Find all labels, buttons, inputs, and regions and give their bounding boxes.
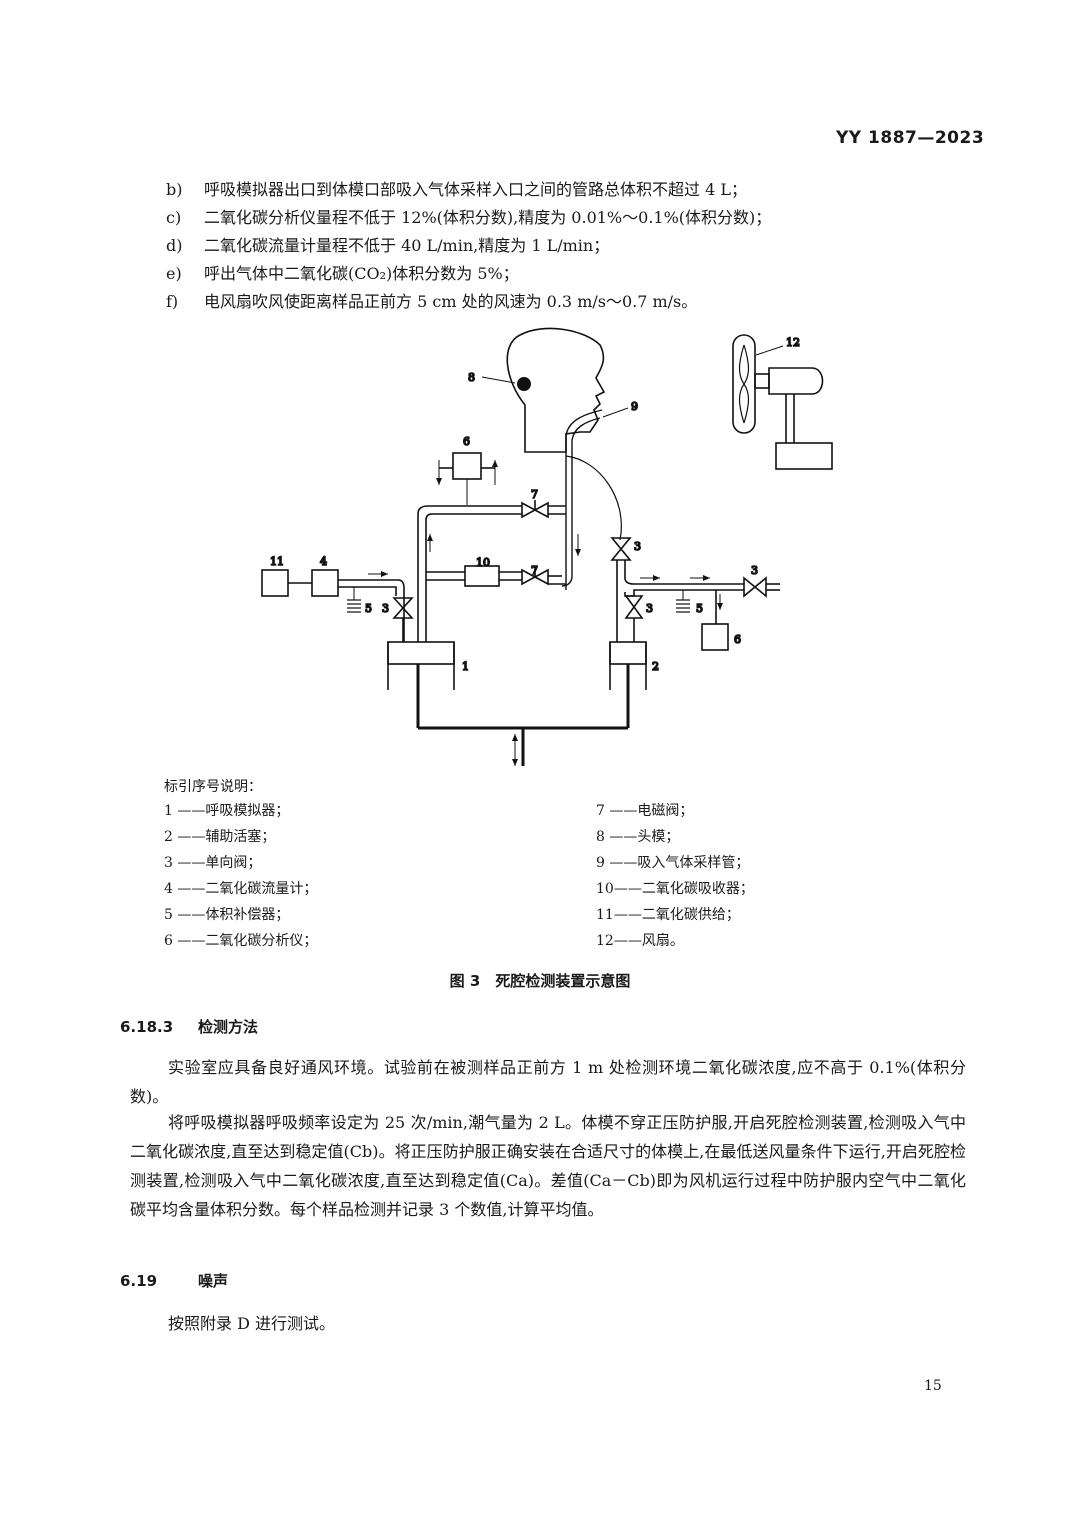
- head-sensor-dot: [517, 377, 531, 391]
- section-title: 噪声: [198, 1272, 229, 1290]
- label-7-lower: 7: [531, 564, 538, 577]
- label-2: 2: [652, 660, 659, 673]
- page-number: 15: [924, 1378, 942, 1394]
- label-8: 8: [468, 371, 475, 384]
- paragraph: 按照附录 D 进行测试。: [168, 1314, 336, 1333]
- label-6-right: 6: [734, 633, 741, 646]
- label-10: 10: [476, 556, 490, 569]
- legend-item: 7 ——电磁阀；: [596, 803, 694, 819]
- label-4: 4: [320, 555, 327, 568]
- item-label: d): [166, 236, 183, 255]
- item-label: e): [166, 264, 182, 283]
- item-label: f): [166, 292, 179, 311]
- label-11: 11: [270, 555, 284, 568]
- solenoid-valve-upper: [521, 500, 549, 519]
- legend-left-column: 1 ——呼吸模拟器； 2 ——辅助活塞； 3 ——单向阀； 4 ——二氧化碳流量…: [164, 800, 317, 952]
- legend-item: 9 ——吸入气体采样管；: [596, 855, 750, 871]
- legend-item: 2 ——辅助活塞；: [164, 829, 276, 845]
- fan-icon: [732, 334, 833, 470]
- check-valve-left: [392, 597, 414, 642]
- check-valve-outlet: [743, 576, 780, 598]
- item-text: 呼出气体中二氧化碳(CO₂)体积分数为 5%；: [204, 264, 519, 283]
- legend-item: 10——二氧化碳吸收器；: [596, 881, 754, 897]
- requirement-item: b) 呼吸模拟器出口到体模口部吸入气体采样入口之间的管路总体积不超过 4 L；: [166, 178, 747, 202]
- co2-absorber: [464, 565, 500, 587]
- legend-item: 12——风扇。: [596, 933, 684, 949]
- co2-flowmeter: [311, 569, 339, 597]
- paragraph: 实验室应具备良好通风环境。试验前在被测样品正前方 1 m 处检测环境二氧化碳浓度…: [130, 1058, 966, 1106]
- co2-supply: [261, 569, 289, 597]
- item-label: b): [166, 180, 183, 199]
- section-heading: 6.19 噪声: [120, 1270, 228, 1291]
- breathing-simulator: [387, 641, 455, 728]
- legend-right-column: 7 ——电磁阀； 8 ——头模； 9 ——吸入气体采样管； 10——二氧化碳吸收…: [596, 800, 754, 952]
- requirement-item: c) 二氧化碳分析仪量程不低于 12%(体积分数),精度为 0.01%～0.1%(…: [166, 206, 771, 230]
- paragraph: 将呼吸模拟器呼吸频率设定为 25 次/min,潮气量为 2 L。体模不穿正压防护…: [130, 1113, 966, 1219]
- item-text: 电风扇吹风使距离样品正前方 5 cm 处的风速为 0.3 m/s～0.7 m/s…: [204, 292, 698, 311]
- check-valve-right-upper: [610, 537, 632, 561]
- standard-number: YY 1887—2023: [836, 128, 985, 148]
- section-title: 检测方法: [198, 1018, 259, 1036]
- label-3-right-upper: 3: [634, 540, 641, 553]
- check-valve-right-lower: [624, 595, 644, 642]
- legend-item: 11——二氧化碳供给；: [596, 907, 740, 923]
- head-model: [506, 327, 606, 453]
- section-heading: 6.18.3 检测方法: [120, 1016, 258, 1037]
- legend-item: 5 ——体积补偿器；: [164, 907, 290, 923]
- requirement-item: e) 呼出气体中二氧化碳(CO₂)体积分数为 5%；: [166, 262, 519, 286]
- item-text: 二氧化碳流量计量程不低于 40 L/min,精度为 1 L/min；: [204, 236, 610, 255]
- label-1: 1: [462, 660, 469, 673]
- label-6-top: 6: [463, 435, 470, 448]
- legend-item: 6 ——二氧化碳分析仪；: [164, 933, 318, 949]
- label-5-left: 5: [365, 602, 372, 615]
- auxiliary-piston: [609, 641, 647, 728]
- item-text: 二氧化碳分析仪量程不低于 12%(体积分数),精度为 0.01%～0.1%(体积…: [204, 208, 772, 227]
- label-3-right-lower: 3: [646, 602, 653, 615]
- legend-item: 1 ——呼吸模拟器；: [164, 803, 290, 819]
- legend-item: 3 ——单向阀；: [164, 855, 262, 871]
- section-number: 6.18.3: [120, 1018, 174, 1036]
- item-label: c): [166, 208, 182, 227]
- figure-caption: 图 3 死腔检测装置示意图: [449, 972, 631, 990]
- label-3-outlet: 3: [751, 564, 758, 577]
- requirement-item: f) 电风扇吹风使距离样品正前方 5 cm 处的风速为 0.3 m/s～0.7 m…: [166, 290, 697, 314]
- label-3-left: 3: [382, 602, 389, 615]
- legend-title: 标引序号说明：: [164, 779, 262, 795]
- solenoid-valve-lower: [521, 567, 549, 586]
- label-5-right: 5: [696, 602, 703, 615]
- co2-analyzer-top: [452, 452, 482, 480]
- label-7-upper: 7: [531, 488, 538, 501]
- legend-item: 8 ——头模；: [596, 829, 680, 845]
- item-text: 呼吸模拟器出口到体模口部吸入气体采样入口之间的管路总体积不超过 4 L；: [204, 180, 747, 199]
- section-number: 6.19: [120, 1272, 158, 1290]
- dead-space-apparatus-diagram: 8 9 12 6 7 7 10 11 4 5 3 1 2 3 3 5 6 3: [261, 327, 833, 766]
- requirement-item: d) 二氧化碳流量计量程不低于 40 L/min,精度为 1 L/min；: [166, 234, 609, 258]
- label-12: 12: [786, 336, 800, 349]
- co2-analyzer-right: [701, 623, 729, 651]
- label-9: 9: [631, 400, 638, 413]
- legend-item: 4 ——二氧化碳流量计；: [164, 881, 318, 897]
